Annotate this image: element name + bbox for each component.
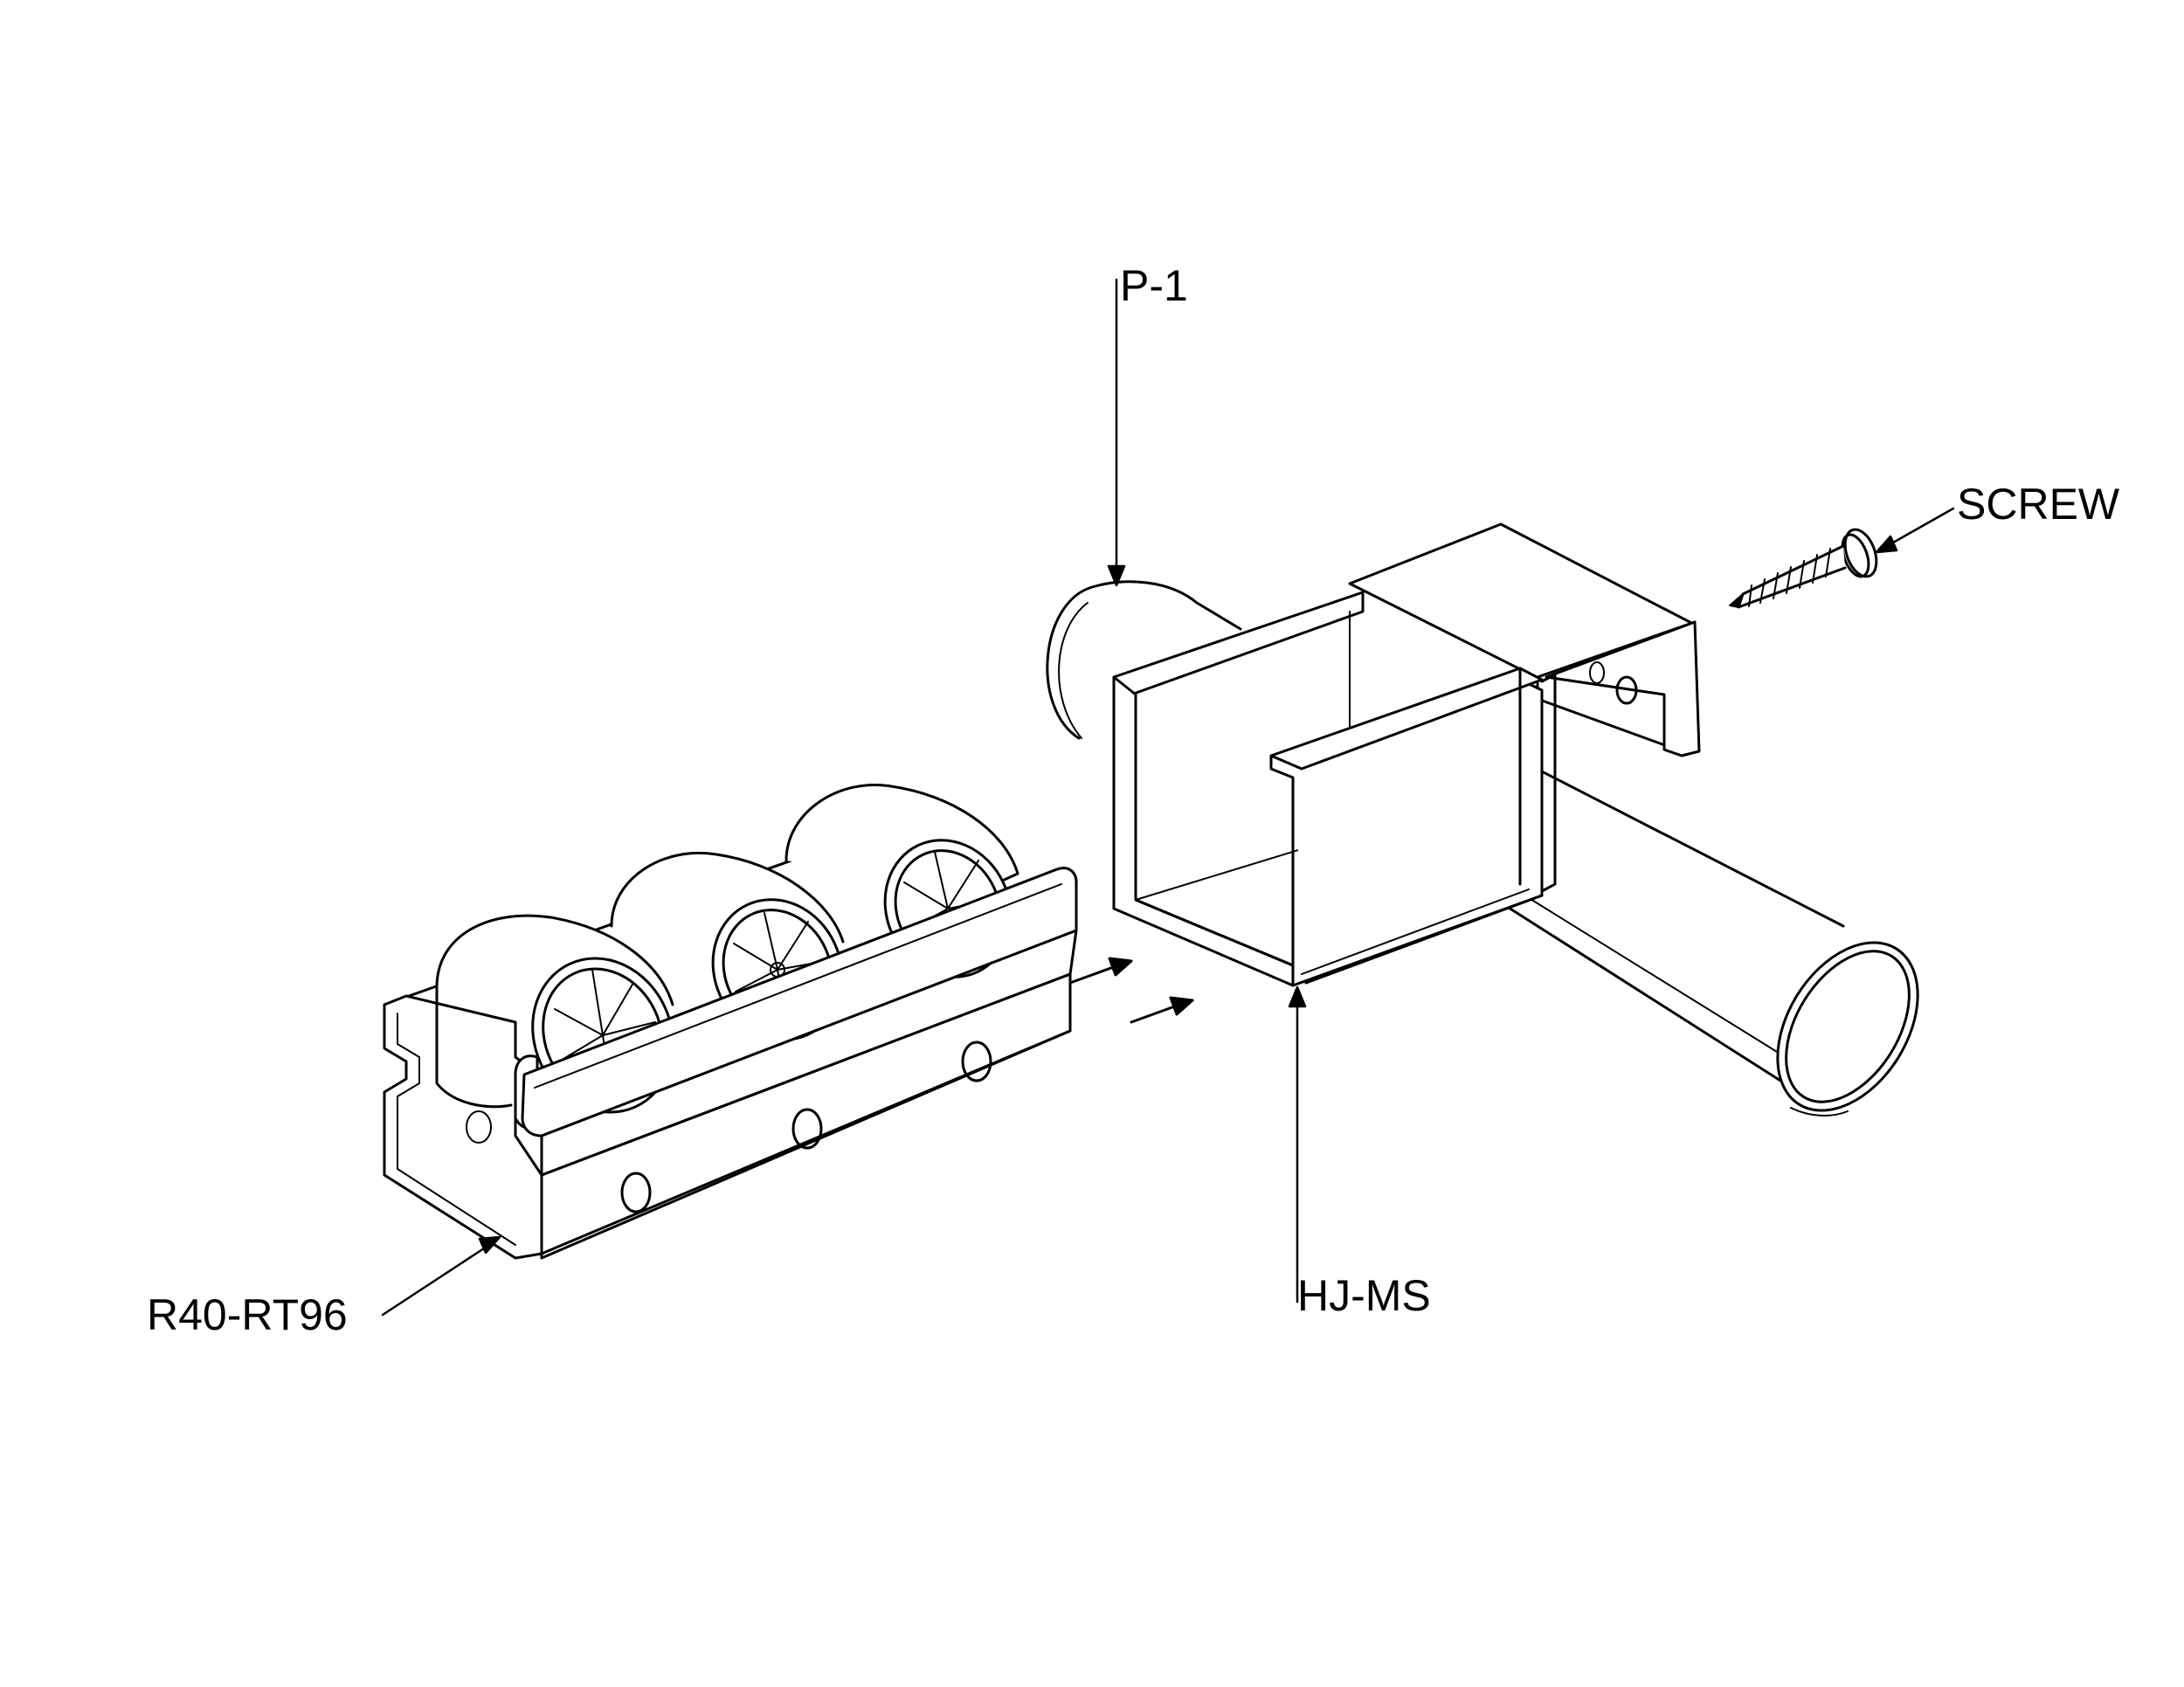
pipe-p1 <box>1046 580 1919 1117</box>
label-r40-rt96: R40-RT96 <box>147 1290 348 1339</box>
track-hole-3 <box>961 1041 992 1082</box>
bracket-hjms <box>1112 522 1701 987</box>
track-hole-1 <box>620 1172 652 1213</box>
pipe-opening-inner <box>1785 950 1911 1103</box>
leader-screw <box>1885 507 1955 548</box>
track-hole-2 <box>791 1108 823 1150</box>
leader-lines <box>381 278 1955 1317</box>
insertion-arrows <box>1068 957 1194 1024</box>
pipe-opening-outer <box>1776 941 1919 1112</box>
label-hjms: HJ-MS <box>1297 1271 1431 1320</box>
screw <box>1729 528 1878 609</box>
leader-r40 <box>381 1243 491 1317</box>
bracket-ear-hole <box>1615 675 1638 705</box>
label-screw: SCREW <box>1957 480 2120 529</box>
label-p1: P-1 <box>1120 261 1188 310</box>
roller-track-r40 <box>383 784 1078 1260</box>
